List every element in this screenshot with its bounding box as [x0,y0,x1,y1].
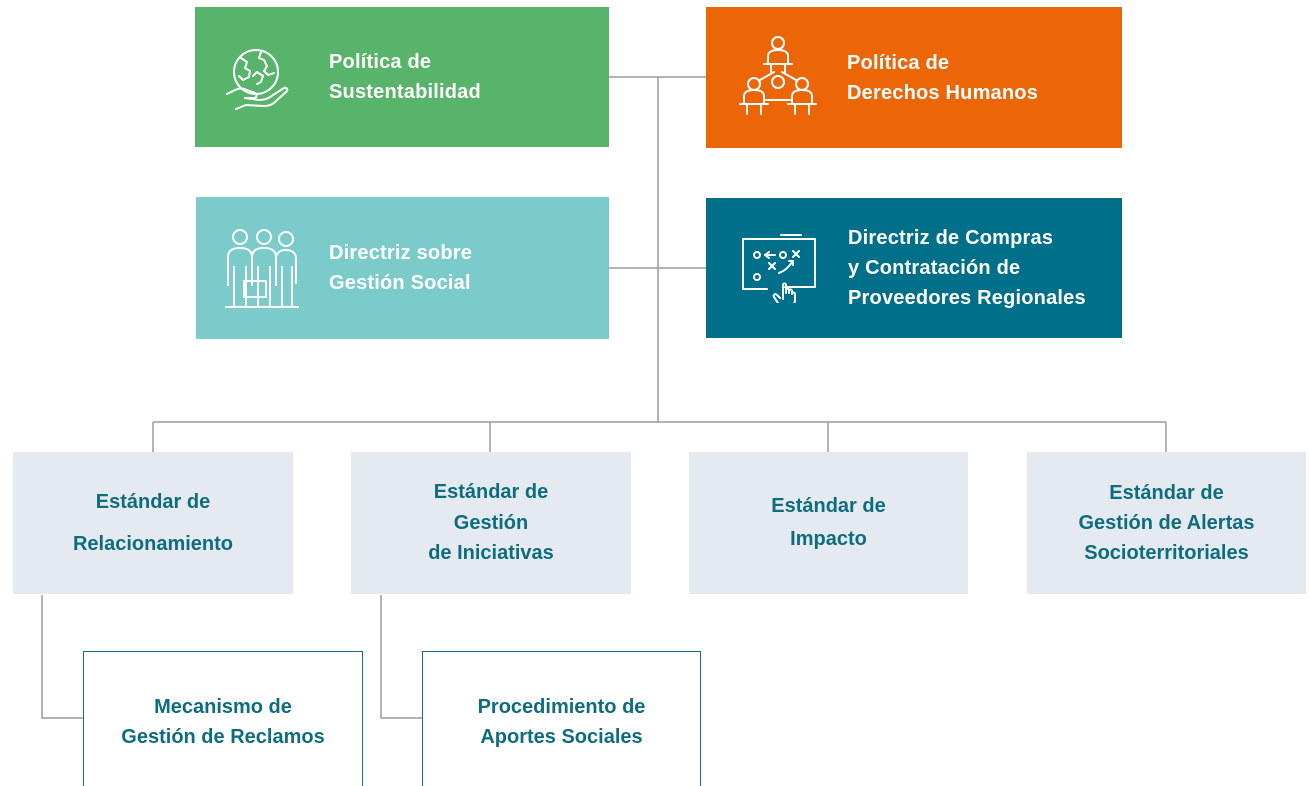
policy-derechos-humanos-box: Política de Derechos Humanos [706,7,1122,148]
standard-impacto-box: Estándar de Impacto [689,452,968,594]
strategy-board-icon [739,233,819,308]
procedure-reclamos-line-1: Mecanismo de [154,696,292,718]
guideline-compras-line-3: Proveedores Regionales [848,287,1086,309]
policy-sustentabilidad-line-2: Sustentabilidad [329,81,481,103]
guideline-gestion-social-line-2: Gestión Social [329,272,471,294]
people-group-icon [222,227,302,309]
guideline-compras-box: Directriz de Compras y Contratación de P… [706,198,1122,338]
policy-derechos-humanos-line-1: Política de [847,51,950,74]
guideline-compras-line-1: Directriz de Compras [848,227,1054,249]
procedure-aportes-box: Procedimiento de Aportes Sociales [422,651,701,786]
procedure-aportes-line-2: Aportes Sociales [480,726,643,748]
standard-relacionamiento-line-2: Relacionamiento [72,533,234,555]
guideline-gestion-social-line-1: Directriz sobre [329,242,473,264]
policy-sustentabilidad-box: Política de Sustentabilidad [195,7,609,147]
standard-relacionamiento-box: Estándar de Relacionamiento [13,452,293,594]
standard-alertas-line-1: Estándar de [1109,482,1224,504]
policy-sustentabilidad-line-1: Política de [329,51,432,73]
policy-derechos-humanos-line-2: Derechos Humanos [847,81,1039,104]
standard-impacto-line-2: Impacto [790,528,867,550]
globe-hand-icon [221,42,291,112]
standard-alertas-box: Estándar de Gestión de Alertas Socioterr… [1027,452,1306,594]
people-network-icon [738,34,818,122]
guideline-gestion-social-box: Directriz sobre Gestión Social [196,197,609,339]
standard-impacto-line-1: Estándar de [771,495,886,517]
procedure-reclamos-line-2: Gestión de Reclamos [121,726,325,748]
standard-alertas-line-2: Gestión de Alertas [1078,512,1255,534]
standard-alertas-line-3: Socioterritoriales [1084,542,1249,564]
guideline-compras-line-2: y Contratación de [848,257,1021,279]
procedure-reclamos-box: Mecanismo de Gestión de Reclamos [83,651,363,786]
standard-gestion-iniciativas-box: Estándar de Gestión de Iniciativas [351,452,631,594]
standard-gestion-iniciativas-line-2: Gestión [453,512,529,534]
standard-gestion-iniciativas-line-1: Estándar de [433,481,549,503]
standard-relacionamiento-line-1: Estándar de [95,491,211,513]
procedure-aportes-line-1: Procedimiento de [477,696,646,718]
standard-gestion-iniciativas-line-3: de Iniciativas [428,542,554,564]
